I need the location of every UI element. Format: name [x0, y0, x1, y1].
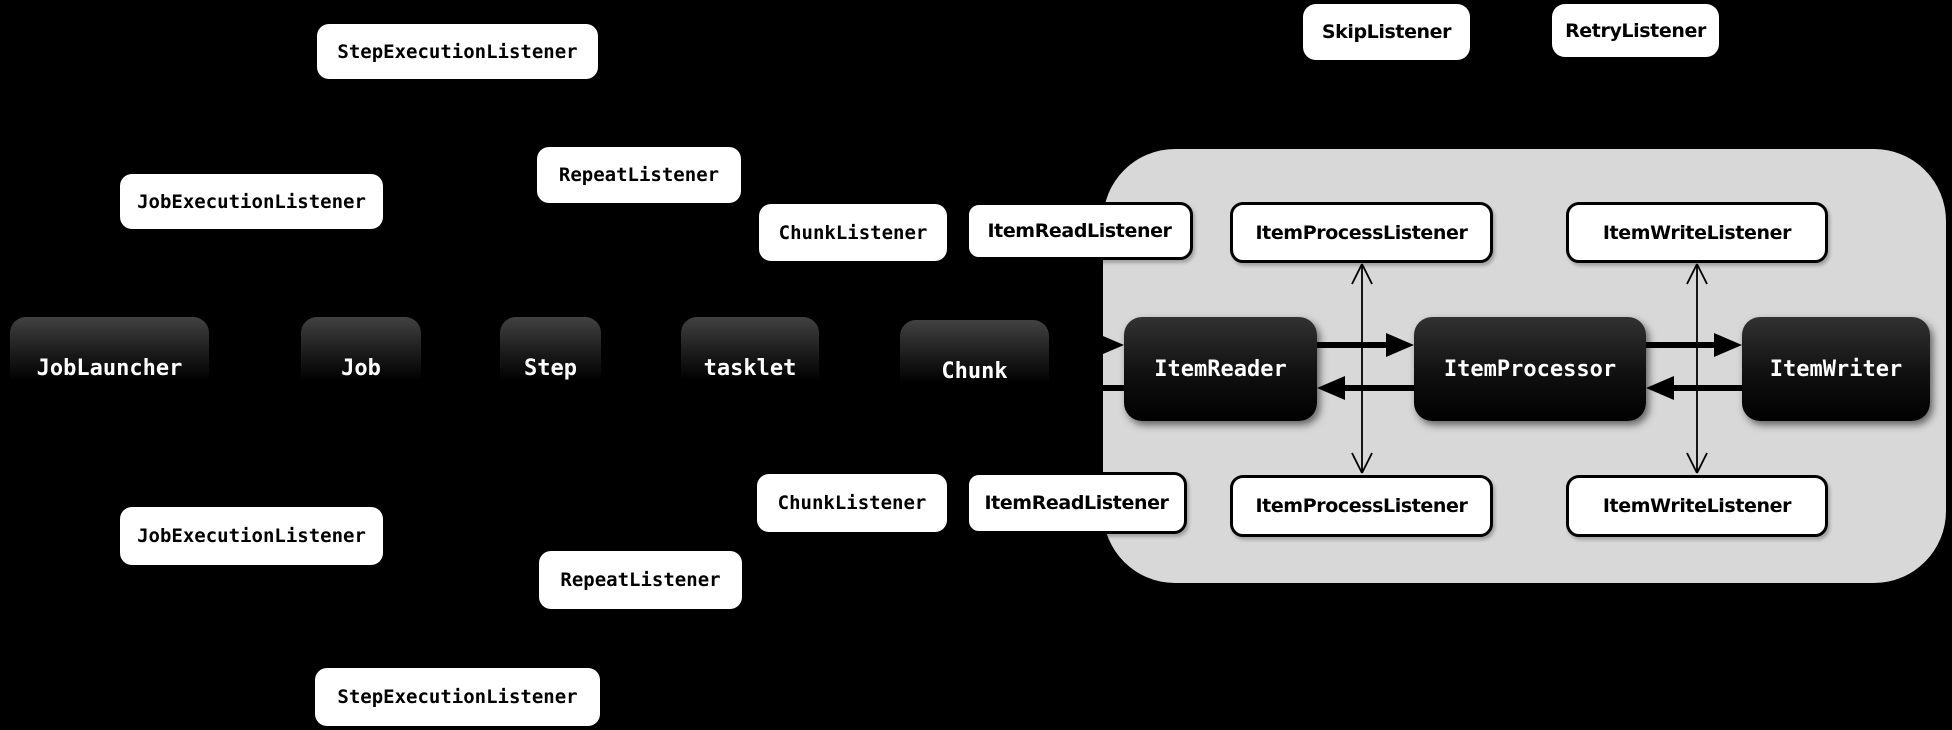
node-label: ItemProcessListener — [1255, 495, 1468, 517]
node-repeat-listener-bottom: RepeatListener — [539, 551, 742, 609]
node-item-processor: ItemProcessor — [1414, 317, 1646, 421]
node-item-process-listener-bottom: ItemProcessListener — [1230, 475, 1493, 537]
arrow-chunk-to-itemreader — [1049, 333, 1124, 357]
node-label: ChunkListener — [777, 492, 927, 514]
arrow-itemwriter-to-itemprocessor — [1646, 376, 1742, 400]
node-job: Job — [301, 317, 421, 399]
node-job-execution-listener-bottom: JobExecutionListener — [120, 507, 383, 565]
node-tasklet: tasklet — [681, 317, 819, 399]
node-item-write-listener-top: ItemWriteListener — [1566, 202, 1828, 263]
node-label: ItemReadListener — [987, 220, 1172, 242]
node-label: ItemReader — [1154, 356, 1287, 382]
node-label: JobExecutionListener — [137, 525, 366, 547]
node-label: StepExecutionListener — [337, 686, 578, 708]
node-label: ItemReadListener — [984, 492, 1169, 514]
node-label: RepeatListener — [560, 569, 721, 591]
node-label: ItemProcessListener — [1255, 221, 1468, 244]
node-label: JobLauncher — [36, 355, 183, 381]
node-step-execution-listener-bottom: StepExecutionListener — [315, 668, 600, 726]
node-chunk-listener-top: ChunkListener — [759, 204, 947, 261]
node-label: RepeatListener — [558, 164, 720, 186]
node-label: StepExecutionListener — [337, 40, 578, 63]
node-item-writer: ItemWriter — [1742, 317, 1930, 421]
arrow-itemprocessor-to-itemreader — [1317, 376, 1414, 400]
node-job-execution-listener-top: JobExecutionListener — [120, 174, 383, 229]
arrow-itemwrite-listeners — [1686, 263, 1708, 474]
node-job-launcher: JobLauncher — [10, 317, 209, 399]
node-label: Step — [524, 355, 577, 381]
arrow-itemreader-to-chunk — [1049, 376, 1124, 400]
node-label: JobExecutionListener — [137, 190, 366, 213]
node-item-read-listener-bottom: ItemReadListener — [966, 472, 1187, 534]
node-label: ItemWriter — [1769, 356, 1903, 382]
node-item-write-listener-bottom: ItemWriteListener — [1566, 475, 1828, 537]
node-label: Job — [341, 355, 381, 381]
node-step: Step — [500, 317, 601, 399]
node-label: RetryListener — [1565, 19, 1706, 42]
node-label: ChunkListener — [778, 221, 928, 244]
node-item-process-listener-top: ItemProcessListener — [1230, 202, 1493, 263]
node-label: ItemWriteListener — [1602, 495, 1792, 517]
node-label: Chunk — [941, 358, 1008, 384]
arrow-itemprocess-listeners — [1351, 263, 1373, 474]
node-label: ItemProcessor — [1443, 356, 1617, 382]
node-item-reader: ItemReader — [1124, 317, 1317, 421]
arrow-itemreader-to-itemprocessor — [1317, 333, 1414, 357]
node-chunk: Chunk — [900, 320, 1049, 402]
node-label: ItemWriteListener — [1602, 221, 1792, 244]
node-repeat-listener-top: RepeatListener — [537, 147, 741, 203]
node-skip-listener: SkipListener — [1303, 4, 1470, 60]
node-step-execution-listener-top: StepExecutionListener — [317, 24, 598, 79]
node-chunk-listener-bottom: ChunkListener — [757, 474, 947, 532]
node-retry-listener: RetryListener — [1552, 4, 1719, 57]
node-label: SkipListener — [1321, 21, 1452, 43]
node-item-read-listener-top: ItemReadListener — [966, 202, 1193, 260]
node-label: tasklet — [703, 355, 797, 381]
arrow-itemprocessor-to-itemwriter — [1646, 333, 1742, 357]
